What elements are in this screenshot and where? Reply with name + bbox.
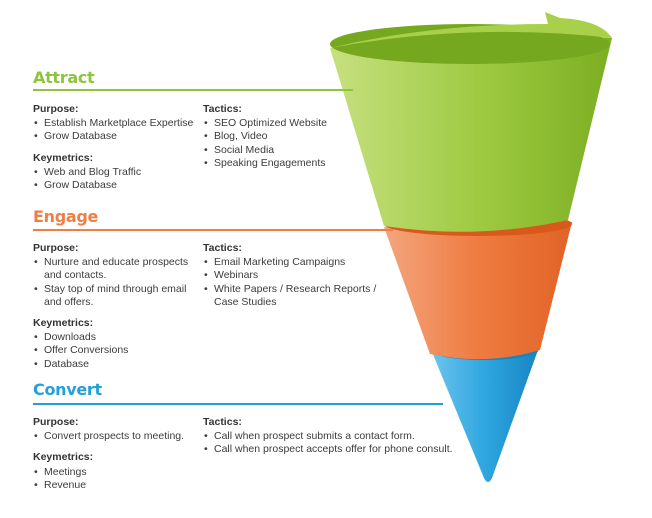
attract-left-column: Purpose: Establish Marketplace Expertise…: [33, 103, 198, 200]
engage-divider: [33, 229, 393, 231]
engage-keymetrics-label: Keymetrics:: [33, 317, 94, 330]
stage-title-convert: Convert: [33, 380, 102, 399]
engage-tactics-list: Email Marketing Campaigns Webinars White…: [203, 256, 383, 309]
list-item: White Papers / Research Reports / Case S…: [203, 283, 383, 309]
funnel-engage-segment: [384, 212, 572, 360]
convert-purpose-list: Convert prospects to meeting.: [33, 430, 198, 443]
list-item: Social Media: [203, 144, 373, 157]
list-item: Call when prospect submits a contact for…: [203, 430, 463, 443]
convert-purpose-label: Purpose:: [33, 416, 79, 428]
list-item: Downloads: [33, 331, 193, 344]
engage-keymetrics-list: Downloads Offer Conversions Database: [33, 331, 193, 371]
list-item: Database: [33, 358, 193, 371]
attract-keymetrics-list: Web and Blog Traffic Grow Database: [33, 166, 198, 193]
list-item: Grow Database: [33, 130, 198, 143]
list-item: Offer Conversions: [33, 344, 193, 357]
list-item: Blog, Video: [203, 130, 373, 143]
list-item: Convert prospects to meeting.: [33, 430, 198, 443]
list-item: Webinars: [203, 269, 383, 282]
list-item: Email Marketing Campaigns: [203, 256, 383, 269]
stage-title-attract: Attract: [33, 68, 95, 87]
engage-purpose-label: Purpose:: [33, 242, 79, 254]
attract-tactics-label: Tactics:: [203, 103, 242, 115]
engage-purpose-list: Nurture and educate prospects and contac…: [33, 256, 193, 309]
list-item: Call when prospect accepts offer for pho…: [203, 443, 463, 456]
convert-tactics-column: Tactics: Call when prospect submits a co…: [203, 416, 463, 465]
attract-tactics-column: Tactics: SEO Optimized Website Blog, Vid…: [203, 103, 373, 178]
list-item: Web and Blog Traffic: [33, 166, 198, 179]
convert-keymetrics-list: Meetings Revenue: [33, 466, 198, 493]
list-item: Establish Marketplace Expertise: [33, 117, 198, 130]
convert-divider: [33, 403, 443, 405]
attract-tactics-list: SEO Optimized Website Blog, Video Social…: [203, 117, 373, 170]
attract-purpose-label: Purpose:: [33, 103, 79, 115]
engage-left-column: Purpose: Nurture and educate prospects a…: [33, 242, 193, 379]
attract-divider: [33, 89, 353, 91]
attract-purpose-list: Establish Marketplace Expertise Grow Dat…: [33, 117, 198, 144]
list-item: SEO Optimized Website: [203, 117, 373, 130]
engage-tactics-column: Tactics: Email Marketing Campaigns Webin…: [203, 242, 383, 317]
engage-tactics-label: Tactics:: [203, 242, 242, 254]
stage-title-engage: Engage: [33, 207, 99, 226]
convert-keymetrics-label: Keymetrics:: [33, 451, 94, 464]
convert-tactics-label: Tactics:: [203, 416, 242, 428]
convert-left-column: Purpose: Convert prospects to meeting. K…: [33, 416, 198, 500]
list-item: Meetings: [33, 466, 198, 479]
convert-tactics-list: Call when prospect submits a contact for…: [203, 430, 463, 457]
attract-keymetrics-label: Keymetrics:: [33, 151, 94, 164]
list-item: Stay top of mind through email and offer…: [33, 283, 193, 309]
funnel-attract-segment: [330, 12, 612, 232]
list-item: Grow Database: [33, 179, 198, 192]
list-item: Speaking Engagements: [203, 157, 373, 170]
list-item: Revenue: [33, 479, 198, 492]
list-item: Nurture and educate prospects and contac…: [33, 256, 193, 282]
